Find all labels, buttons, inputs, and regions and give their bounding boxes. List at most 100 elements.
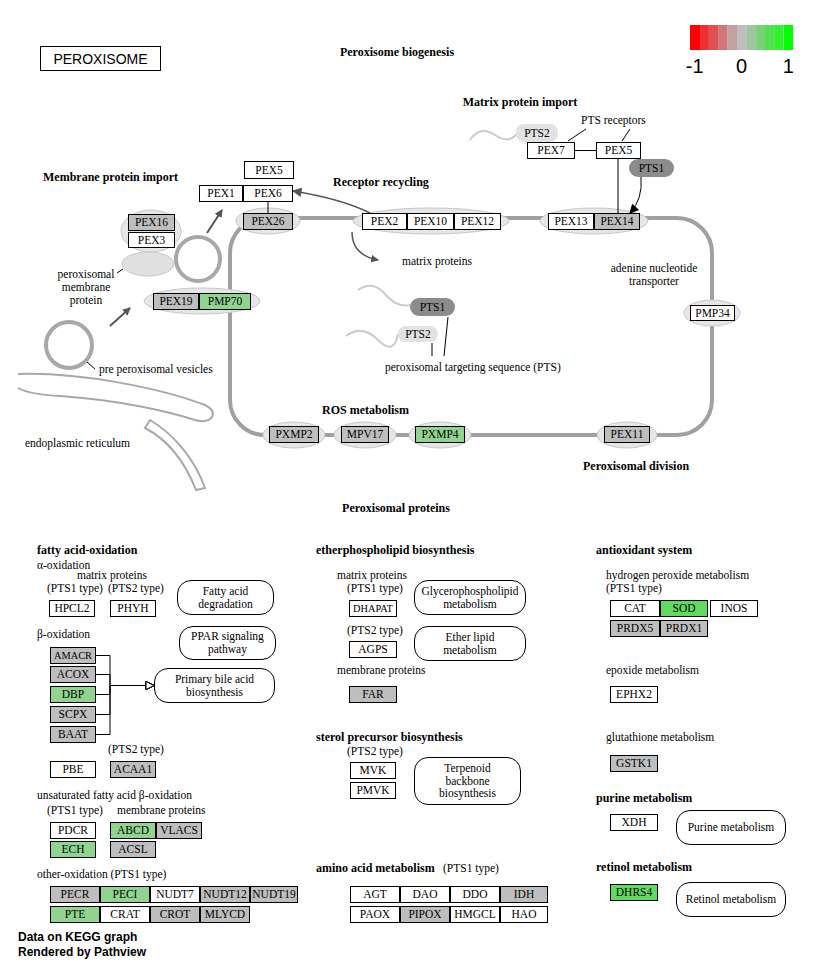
gene-box: PEX5 (244, 161, 294, 179)
text-label: (PTS2 type) (347, 745, 403, 758)
leader-line (568, 129, 586, 141)
text-label: peroxisomal membrane protein (47, 268, 125, 308)
gene-box: PEX6 (243, 185, 293, 202)
connector (268, 202, 269, 213)
gene-box: HPCL2 (49, 600, 95, 617)
gene-box: NUDT19 (250, 886, 298, 903)
node-text: Retinol metabolism (686, 893, 776, 906)
node-text: MLYCD (205, 908, 245, 921)
node-text: PTS1 (639, 162, 665, 175)
node-text: PEX19 (159, 295, 192, 308)
node-text: MPV17 (347, 428, 383, 441)
node-text: AMACR (54, 650, 92, 661)
gene-box: MPV17 (341, 426, 389, 443)
gene-box: PEX16 (128, 214, 175, 231)
text-label: Rendered by Pathview (18, 946, 146, 960)
connector (96, 675, 154, 690)
pathway-map-box: Purine metabolism (676, 810, 786, 845)
process-arrow (110, 308, 130, 326)
node-text: ABCD (117, 824, 149, 837)
gene-box: PIPOX (400, 906, 450, 923)
gene-box: GSTK1 (610, 755, 658, 772)
gene-box: PDCR (50, 822, 96, 839)
node-text: PTE (65, 908, 85, 921)
arrowhead (146, 682, 154, 690)
text-label: membrane proteins (117, 804, 205, 817)
node-text: CAT (624, 602, 646, 615)
text-label: adenine nucleotide transporter (605, 262, 703, 288)
gene-box: SOD (660, 600, 708, 617)
text-label: (PTS1 type) (606, 582, 662, 595)
node-text: Purine metabolism (688, 821, 775, 834)
node-text: PECR (61, 888, 90, 901)
gene-box: AGT (350, 886, 400, 903)
connector-line (618, 159, 619, 213)
node-text: PMP70 (208, 295, 243, 308)
membrane-lozenge (597, 422, 657, 448)
node-text: PECI (113, 888, 138, 901)
connector-line (96, 656, 154, 686)
node-text: PXMP2 (275, 428, 312, 441)
arrowhead (146, 682, 154, 690)
scale-cell (709, 25, 719, 50)
node-text: DHRS4 (616, 886, 652, 899)
node-text: PEX26 (251, 215, 284, 228)
node-text: FAR (362, 688, 384, 701)
connector (96, 682, 154, 695)
pathway-map-box: PPAR signaling pathway (179, 626, 276, 660)
gene-box: CRAT (100, 906, 150, 923)
arrowhead (293, 188, 302, 196)
protein-chain (470, 131, 518, 140)
protein-chain (346, 331, 398, 347)
gene-box: FAR (349, 686, 397, 703)
vesicle (46, 322, 92, 368)
gene-box: DBP (50, 686, 96, 703)
text-label: epoxide metabolism (606, 664, 699, 677)
scale-cell (756, 25, 766, 50)
targeting-signal: PTS1 (410, 298, 455, 316)
text-label: (PTS1 type) (47, 804, 103, 817)
title-box: PEROXISOME (40, 46, 161, 71)
node-text: PEX6 (254, 187, 281, 200)
text-label: (PTS1 type) (443, 862, 499, 875)
scale-cell (765, 25, 775, 50)
node-text: ACAA1 (114, 763, 152, 776)
protein-chain (358, 286, 410, 306)
node-text: PEX1 (207, 187, 234, 200)
node-text: PEX10 (414, 215, 447, 228)
gene-box: CAT (610, 600, 660, 617)
node-text: SOD (672, 602, 695, 615)
targeting-signal: PTS2 (516, 124, 558, 142)
scale-cell (774, 25, 784, 50)
leader-line (432, 343, 433, 356)
arrowhead (146, 682, 154, 690)
text-label: amino acid metabolism (316, 862, 435, 876)
gene-box: PXMP2 (269, 426, 319, 443)
text-label: Matrix protein import (463, 96, 577, 110)
gene-box: NUDT7 (150, 886, 200, 903)
connector-line (293, 191, 370, 213)
gene-box: ACAA1 (110, 761, 156, 778)
text-label: Peroxisomal division (583, 460, 689, 474)
gene-box: AMACR (50, 647, 96, 664)
node-text: EPHX2 (616, 688, 652, 701)
text-label: fatty acid-oxidation (37, 544, 137, 558)
gene-box: PECR (50, 886, 100, 903)
legend-swatch (737, 25, 747, 50)
connector (618, 159, 619, 213)
vesicle (176, 237, 220, 281)
node-text: ECH (62, 843, 85, 856)
node-text: Fatty acid degradation (184, 585, 267, 610)
scale-cell (699, 25, 709, 50)
gene-box: PEX2 (362, 213, 407, 230)
text-label: hydrogen peroxide metabolism (606, 569, 749, 582)
node-text: HMGCL (454, 908, 496, 921)
gene-box: DDO (450, 886, 500, 903)
connector-line (96, 686, 154, 695)
connector-line (96, 675, 154, 686)
arrowhead (630, 204, 638, 213)
gene-box: PMP34 (690, 305, 735, 321)
gene-box: NUDT12 (200, 886, 250, 903)
text-label: (PTS1 type) (347, 582, 403, 595)
leader-line (622, 129, 630, 141)
